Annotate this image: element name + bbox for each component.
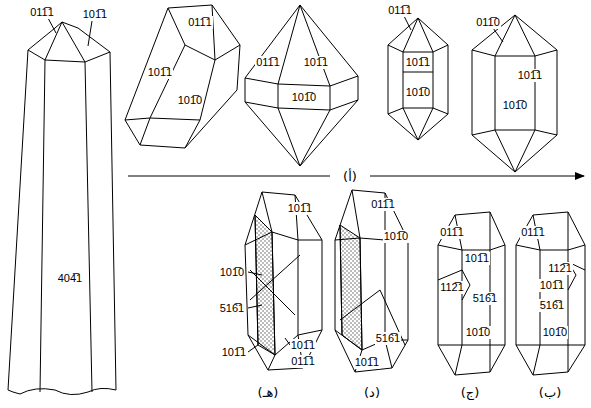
miller-index: 101̅0 bbox=[291, 91, 317, 104]
miller-index: 101̅1 bbox=[354, 356, 380, 369]
twinned-crystal bbox=[245, 192, 322, 370]
miller-index: 101̅0 bbox=[405, 86, 431, 99]
miller-index: 101̅0 bbox=[465, 326, 491, 339]
miller-index: 101̅0 bbox=[177, 94, 203, 107]
prism-crystal bbox=[472, 15, 557, 172]
small-crystal bbox=[388, 16, 448, 140]
tilted-crystal bbox=[125, 5, 240, 148]
miller-index: 011̅1 bbox=[187, 16, 213, 29]
miller-index: 011̅1 bbox=[439, 226, 465, 239]
miller-index: 011̅1 bbox=[29, 6, 55, 19]
miller-index: 516̅1 bbox=[219, 302, 245, 315]
miller-index: 112̅1 bbox=[547, 262, 573, 275]
twinned-crystal bbox=[335, 190, 408, 372]
figure-letter: (ب) bbox=[538, 385, 562, 400]
miller-index: 112̅1 bbox=[439, 281, 465, 294]
miller-index: 101̅0 bbox=[383, 230, 409, 243]
miller-index: 011̅0 bbox=[475, 16, 501, 29]
miller-index: 516̅1 bbox=[375, 332, 401, 345]
miller-index: 011̅1 bbox=[520, 226, 546, 239]
miller-index: 101̅1 bbox=[539, 279, 565, 292]
miller-index: 101̅1 bbox=[290, 339, 316, 352]
miller-index: 101̅0 bbox=[542, 326, 568, 339]
miller-index: 101̅1 bbox=[405, 56, 431, 69]
quartz-crystal bbox=[516, 212, 585, 375]
quartz-crystal bbox=[438, 212, 505, 375]
miller-index: 101̅1 bbox=[82, 8, 108, 21]
bipyramid-crystal bbox=[245, 5, 358, 166]
miller-index: 101̅0 bbox=[219, 266, 245, 279]
miller-index: 011̅1 bbox=[387, 4, 413, 17]
miller-index: 516̅1 bbox=[472, 292, 498, 305]
miller-index: 101̅0 bbox=[502, 99, 528, 112]
miller-index: 011̅1 bbox=[370, 198, 396, 211]
miller-index: 101̅1 bbox=[221, 346, 247, 359]
figure-letter: (ج) bbox=[460, 385, 481, 400]
miller-index: 101̅1 bbox=[287, 202, 313, 215]
figure-letter: (د) bbox=[363, 385, 381, 400]
figure-letter: (أ) bbox=[342, 169, 358, 184]
miller-index: 101̅1 bbox=[517, 69, 543, 82]
miller-index: 101̅1 bbox=[147, 66, 173, 79]
miller-index: 404̅1 bbox=[57, 272, 83, 285]
miller-index: 011̅1 bbox=[290, 355, 316, 368]
miller-index: 101̅1 bbox=[303, 56, 329, 69]
miller-index: 516̅1 bbox=[539, 299, 565, 312]
tall-crystal bbox=[8, 18, 116, 395]
miller-index: 101̅1 bbox=[464, 252, 490, 265]
miller-index: 011̅1 bbox=[255, 56, 281, 69]
figure-letter: (هـ) bbox=[257, 385, 280, 400]
